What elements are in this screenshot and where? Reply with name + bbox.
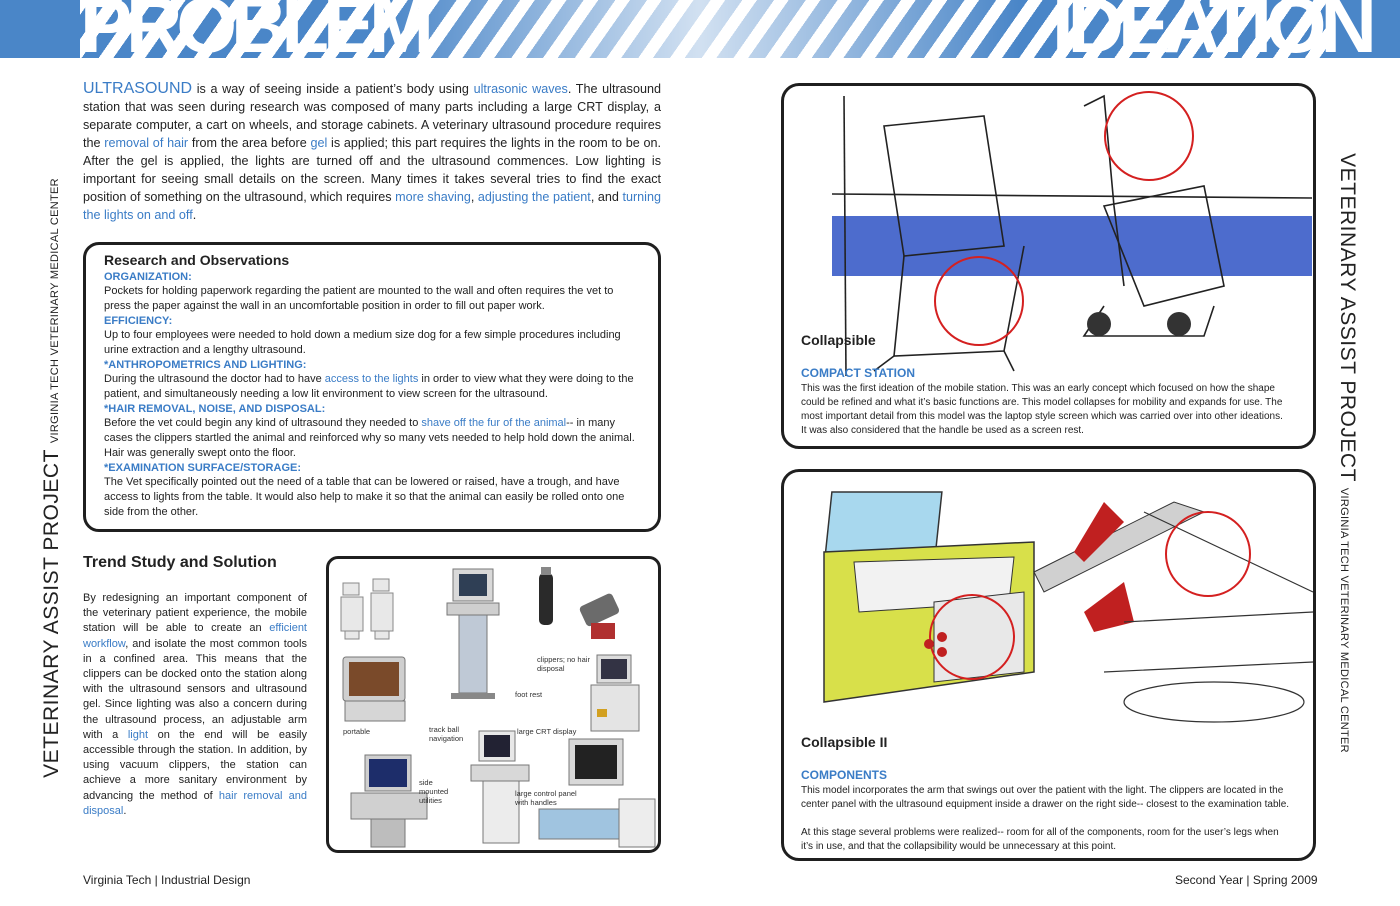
intro-lead: ULTRASOUND <box>83 80 193 97</box>
collapsible-sketch <box>831 91 1313 376</box>
label-crt: large CRT display <box>517 727 577 736</box>
compact-station-text: This was the first ideation of the mobil… <box>801 383 1283 436</box>
trend-text: By redesigning an important component of… <box>83 592 307 635</box>
intro-text: , and <box>590 190 623 204</box>
intro-text: is a way of seeing inside a patient’s bo… <box>192 82 474 96</box>
section-text: Before the vet could begin any kind of u… <box>104 416 638 461</box>
intro-text: , <box>470 190 478 204</box>
crt-display-icon <box>538 738 656 848</box>
collapsible-ii-title: Collapsible II <box>801 734 888 750</box>
right-side-title: VETERINARY ASSIST PROJECT VIRGINIA TECH V… <box>1335 153 1359 753</box>
left-side-center: VIRGINIA TECH VETERINARY MEDICAL CENTER <box>49 178 61 444</box>
section-text: Pockets for holding paperwork regarding … <box>104 285 614 312</box>
intro-highlight: removal of hair <box>104 136 189 150</box>
section-text-part: in order to view what they were doing to… <box>104 373 634 400</box>
trend-text: on the end will be easily accessible thr… <box>83 728 307 802</box>
intro-text: from the area before <box>188 136 311 150</box>
header-band: PROBLEM IDEATION <box>0 0 1400 58</box>
footer-left: Virginia Tech | Industrial Design <box>83 873 251 887</box>
section-text-part: Before the vet could begin any kind of u… <box>104 417 422 429</box>
section-heading: EFFICIENCY: <box>104 315 173 327</box>
section-text: During the ultrasound the doctor had to … <box>104 372 638 402</box>
label-foot-rest: foot rest <box>515 690 543 699</box>
components-text-2: At this stage several problems were real… <box>801 827 1279 852</box>
trend-text: , and isolate the most common tools in a… <box>83 637 307 741</box>
trend-highlight: light <box>127 728 149 741</box>
cart-keyboard-icon <box>590 654 640 732</box>
intro-text: . The ultrasound station that was seen d… <box>83 82 661 150</box>
ideation-title: IDEATION <box>1052 0 1377 58</box>
section-heading: *HAIR REMOVAL, NOISE, AND DISPOSAL: <box>104 403 326 415</box>
trend-highlight: hair removal and disposal <box>83 789 307 817</box>
equipment-collage: clippers; no hair disposal foot rest por… <box>326 556 661 853</box>
section-text: Up to four employees were needed to hold… <box>104 329 621 356</box>
trend-text: . <box>123 804 127 817</box>
intro-paragraph: ULTRASOUND is a way of seeing inside a p… <box>83 80 661 224</box>
label-track-ball: track ball navigation <box>429 725 464 743</box>
section-highlight: shave off the fur of the animal <box>421 417 567 429</box>
section-text-part: During the ultrasound the doctor had to … <box>104 373 325 385</box>
collapsible-ii-sketch <box>823 491 1313 723</box>
tall-cart-icon <box>446 568 500 699</box>
section-highlight: access to the lights <box>324 373 419 385</box>
trend-highlight: efficient workflow <box>83 622 307 650</box>
section-text-part: -- in many cases the clippers startled t… <box>104 417 635 459</box>
label-portable: portable <box>343 727 371 736</box>
left-side-title: VETERINARY ASSIST PROJECT VIRGINIA TECH V… <box>40 178 64 778</box>
intro-text: . <box>192 208 197 222</box>
collapsible-title: Collapsible <box>801 332 876 348</box>
compact-station-heading: COMPACT STATION <box>801 366 915 380</box>
components-text-1: This model incorporates the arm that swi… <box>801 785 1290 810</box>
left-side-project: VETERINARY ASSIST PROJECT <box>40 449 63 778</box>
equipment-illustrations <box>340 567 656 848</box>
right-side-project: VETERINARY ASSIST PROJECT <box>1336 153 1359 482</box>
band-fade <box>380 0 1020 58</box>
portable-ultrasound-icon <box>342 656 406 722</box>
clippers-icon <box>539 567 620 639</box>
section-heading: *EXAMINATION SURFACE/STORAGE: <box>104 462 301 474</box>
section-text: The Vet specifically pointed out the nee… <box>104 476 625 518</box>
intro-text: is applied; this part requires the light… <box>83 136 662 204</box>
intro-highlight: turning the lights on and off <box>83 190 661 222</box>
section-heading: *ANTHROPOMETRICS AND LIGHTING: <box>104 359 307 371</box>
footer-right: Second Year | Spring 2009 <box>1175 873 1318 887</box>
right-side-center: VIRGINIA TECH VETERINARY MEDICAL CENTER <box>1338 487 1350 753</box>
ideation-box-1: Collapsible COMPACT STATION This was the… <box>781 83 1316 449</box>
intro-highlight: gel <box>310 136 328 150</box>
research-title: Research and Observations <box>104 252 290 268</box>
trend-paragraph: By redesigning an important component of… <box>83 591 307 819</box>
components-heading: COMPONENTS <box>801 768 888 782</box>
intro-highlight: more shaving <box>395 190 471 204</box>
intro-highlight: adjusting the patient <box>477 190 591 204</box>
label-control-panel: large control panel with handles <box>515 789 577 807</box>
problem-title: PROBLEM <box>80 0 434 58</box>
research-box: Research and Observations ORGANIZATION: … <box>83 242 661 532</box>
middle-unit-icon <box>470 730 530 844</box>
label-side-mounted: side mounted utilities <box>419 778 449 805</box>
trend-title: Trend Study and Solution <box>83 554 277 571</box>
label-clippers: clippers; no hair disposal <box>537 655 590 673</box>
side-mounted-icon <box>350 754 428 848</box>
band-solid-left <box>0 0 80 58</box>
section-heading: ORGANIZATION: <box>104 271 192 283</box>
ultrasound-cart-icon <box>340 578 394 640</box>
band-solid-right <box>1328 0 1400 58</box>
intro-highlight: ultrasonic waves <box>473 82 568 96</box>
ideation-box-2: Collapsible II COMPONENTS This model inc… <box>781 469 1316 861</box>
